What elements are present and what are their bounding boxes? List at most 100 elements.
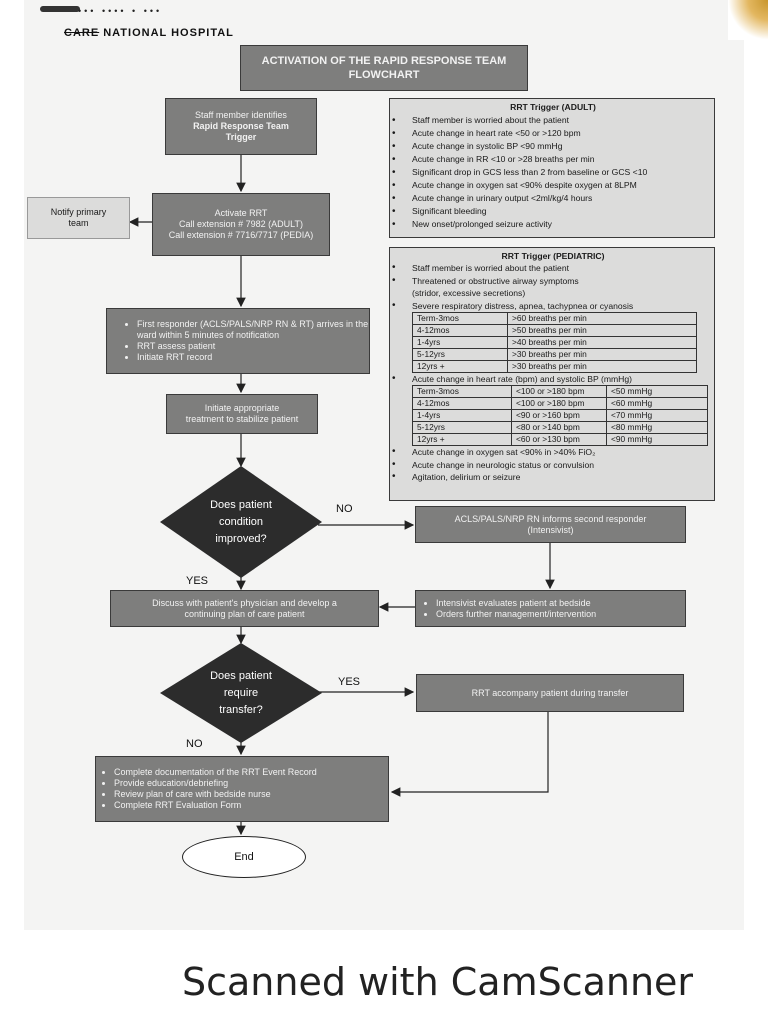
adult-trigger-item: Acute change in systolic BP <90 mmHg (392, 140, 708, 153)
table-cell: >50 breaths per min (507, 324, 697, 338)
pedia-trigger-item: Acute change in heart rate (bpm) and sys… (392, 373, 708, 386)
pedia-trigger-list: Staff member is worried about the patien… (392, 262, 708, 288)
table-cell: <60 or >130 bpm (511, 433, 607, 447)
hospital-name-prefix: CARE (64, 27, 100, 39)
adult-trigger-panel: RRT Trigger (ADULT) Staff member is worr… (389, 98, 715, 238)
pedia-trigger-list: Acute change in oxygen sat <90% in >40% … (392, 446, 708, 484)
table-cell: >40 breaths per min (507, 336, 697, 350)
adult-trigger-item: Staff member is worried about the patien… (392, 114, 708, 127)
pedia-trigger-item: Threatened or obstructive airway symptom… (392, 275, 708, 288)
table-cell: <90 or >160 bpm (511, 409, 607, 423)
heart-rate-bp-table: Term-3mos <100 or >180 bpm <50 mmHg 4-12… (412, 385, 708, 447)
stabilize-line-2: treatment to stabilize patient (185, 414, 299, 424)
stabilize-line-1: Initiate appropriate (204, 403, 280, 413)
end-terminal: End (182, 836, 306, 878)
hospital-name: CARE NATIONAL HOSPITAL (64, 27, 234, 39)
decision1-line-1: Does patient (210, 498, 272, 511)
decision-require-transfer: Does patient require transfer? (160, 643, 322, 743)
transfer-text: RRT accompany patient during transfer (471, 687, 629, 698)
table-cell: 12yrs + (412, 433, 512, 447)
adult-trigger-item: Acute change in RR <10 or >28 breaths pe… (392, 153, 708, 166)
identify-line-1: Staff member identifies (195, 110, 287, 120)
table-row: 1-4yrs <90 or >160 bpm <70 mmHg (412, 409, 708, 423)
decision1-line-3: improved? (215, 532, 267, 545)
activate-line-3: Call extension # 7716/7717 (PEDIA) (168, 230, 314, 240)
identify-line-3: Trigger (225, 132, 257, 142)
step-second-responder: ACLS/PALS/NRP RN informs second responde… (415, 506, 686, 543)
logo-mark (40, 6, 80, 12)
pedia-trigger-item: Staff member is worried about the patien… (392, 262, 708, 275)
step-identify-trigger: Staff member identifies Rapid Response T… (165, 98, 317, 155)
adult-trigger-item: Significant bleeding (392, 205, 708, 218)
scanner-watermark: Scanned with CamScanner (182, 960, 694, 1004)
table-cell: <100 or >180 bpm (511, 385, 607, 399)
final-item: Review plan of care with bedside nurse (114, 789, 317, 800)
second-responder-line-1: ACLS/PALS/NRP RN informs second responde… (454, 513, 647, 524)
pedia-trigger-heading: RRT Trigger (PEDIATRIC) (501, 251, 605, 261)
discuss-line-2: continuing plan of care patient (184, 608, 305, 619)
step-intensivist-evaluates: Intensivist evaluates patient at bedside… (415, 590, 686, 627)
step-rrt-transfer: RRT accompany patient during transfer (416, 674, 684, 712)
intensivist-item: Orders further management/intervention (436, 609, 596, 620)
end-label: End (234, 851, 254, 863)
pedia-trigger-item: Severe respiratory distress, apnea, tach… (392, 300, 708, 313)
discuss-line-1: Discuss with patient's physician and dev… (152, 597, 337, 608)
arrow-transfer-to-final (390, 712, 549, 797)
table-row: 5-12yrs <80 or >140 bpm <80 mmHg (412, 421, 708, 435)
step-final-documentation: Complete documentation of the RRT Event … (95, 756, 389, 822)
table-row: Term-3mos >60 breaths per min (412, 312, 697, 326)
table-cell: Term-3mos (412, 312, 508, 326)
logo-dots: ••• •••• • ••• (78, 6, 163, 16)
table-row: 5-12yrs >30 breaths per min (412, 348, 697, 362)
table-row: 1-4yrs >40 breaths per min (412, 336, 697, 350)
pedia-trigger-list: Acute change in heart rate (bpm) and sys… (392, 373, 708, 386)
final-item: Complete RRT Evaluation Form (114, 800, 317, 811)
decision1-no-label: NO (336, 503, 353, 515)
table-cell: <90 mmHg (606, 433, 708, 447)
final-item: Provide education/debriefing (114, 778, 317, 789)
first-responder-item: Initiate RRT record (137, 352, 369, 363)
pedia-trigger-list: Severe respiratory distress, apnea, tach… (392, 300, 708, 313)
table-row: 4-12mos <100 or >180 bpm <60 mmHg (412, 397, 708, 411)
table-row: Term-3mos <100 or >180 bpm <50 mmHg (412, 385, 708, 399)
notify-line-1: Notify primary (50, 207, 107, 217)
first-responder-list: First responder (ACLS/PALS/NRP RN & RT) … (125, 319, 369, 363)
decision2-no-label: NO (186, 738, 203, 750)
title-line-1: ACTIVATION OF THE RAPID RESPONSE TEAM (261, 55, 507, 67)
table-cell: 12yrs + (412, 360, 508, 374)
adult-trigger-heading: RRT Trigger (ADULT) (510, 102, 596, 112)
pedia-trigger-item: Acute change in oxygen sat <90% in >40% … (392, 446, 708, 459)
decision-condition-improved: Does patient condition improved? (160, 466, 322, 578)
first-responder-item: First responder (ACLS/PALS/NRP RN & RT) … (137, 319, 369, 341)
adult-trigger-item: Acute change in oxygen sat <90% despite … (392, 179, 708, 192)
decision2-yes-label: YES (338, 676, 361, 688)
table-cell: 1-4yrs (412, 409, 512, 423)
final-list: Complete documentation of the RRT Event … (102, 767, 317, 811)
table-cell: <80 or >140 bpm (511, 421, 607, 435)
hospital-name-text: NATIONAL HOSPITAL (103, 27, 234, 39)
table-cell: <80 mmHg (606, 421, 708, 435)
flowchart-title: ACTIVATION OF THE RAPID RESPONSE TEAM FL… (240, 45, 528, 91)
step-activate-rrt: Activate RRT Call extension # 7982 (ADUL… (152, 193, 330, 256)
respiratory-rate-table: Term-3mos >60 breaths per min 4-12mos >5… (412, 312, 697, 374)
decision2-line-2: require (223, 686, 259, 699)
table-cell: Term-3mos (412, 385, 512, 399)
table-cell: <50 mmHg (606, 385, 708, 399)
step-first-responder: First responder (ACLS/PALS/NRP RN & RT) … (106, 308, 370, 374)
pedia-trigger-item: Acute change in neurologic status or con… (392, 459, 708, 472)
title-line-2: FLOWCHART (348, 69, 420, 81)
intensivist-list: Intensivist evaluates patient at bedside… (424, 598, 596, 620)
table-cell: <60 mmHg (606, 397, 708, 411)
adult-trigger-list: Staff member is worried about the patien… (392, 114, 708, 231)
table-row: 4-12mos >50 breaths per min (412, 324, 697, 338)
second-responder-line-2: (Intensivist) (527, 524, 574, 535)
table-cell: 1-4yrs (412, 336, 508, 350)
table-cell: >30 breaths per min (507, 348, 697, 362)
notify-line-2: team (68, 218, 89, 228)
table-row: 12yrs + <60 or >130 bpm <90 mmHg (412, 433, 708, 447)
activate-line-1: Activate RRT (214, 208, 268, 218)
decision1-yes-label: YES (186, 575, 209, 587)
table-cell: 5-12yrs (412, 348, 508, 362)
table-cell: <70 mmHg (606, 409, 708, 423)
final-item: Complete documentation of the RRT Event … (114, 767, 317, 778)
